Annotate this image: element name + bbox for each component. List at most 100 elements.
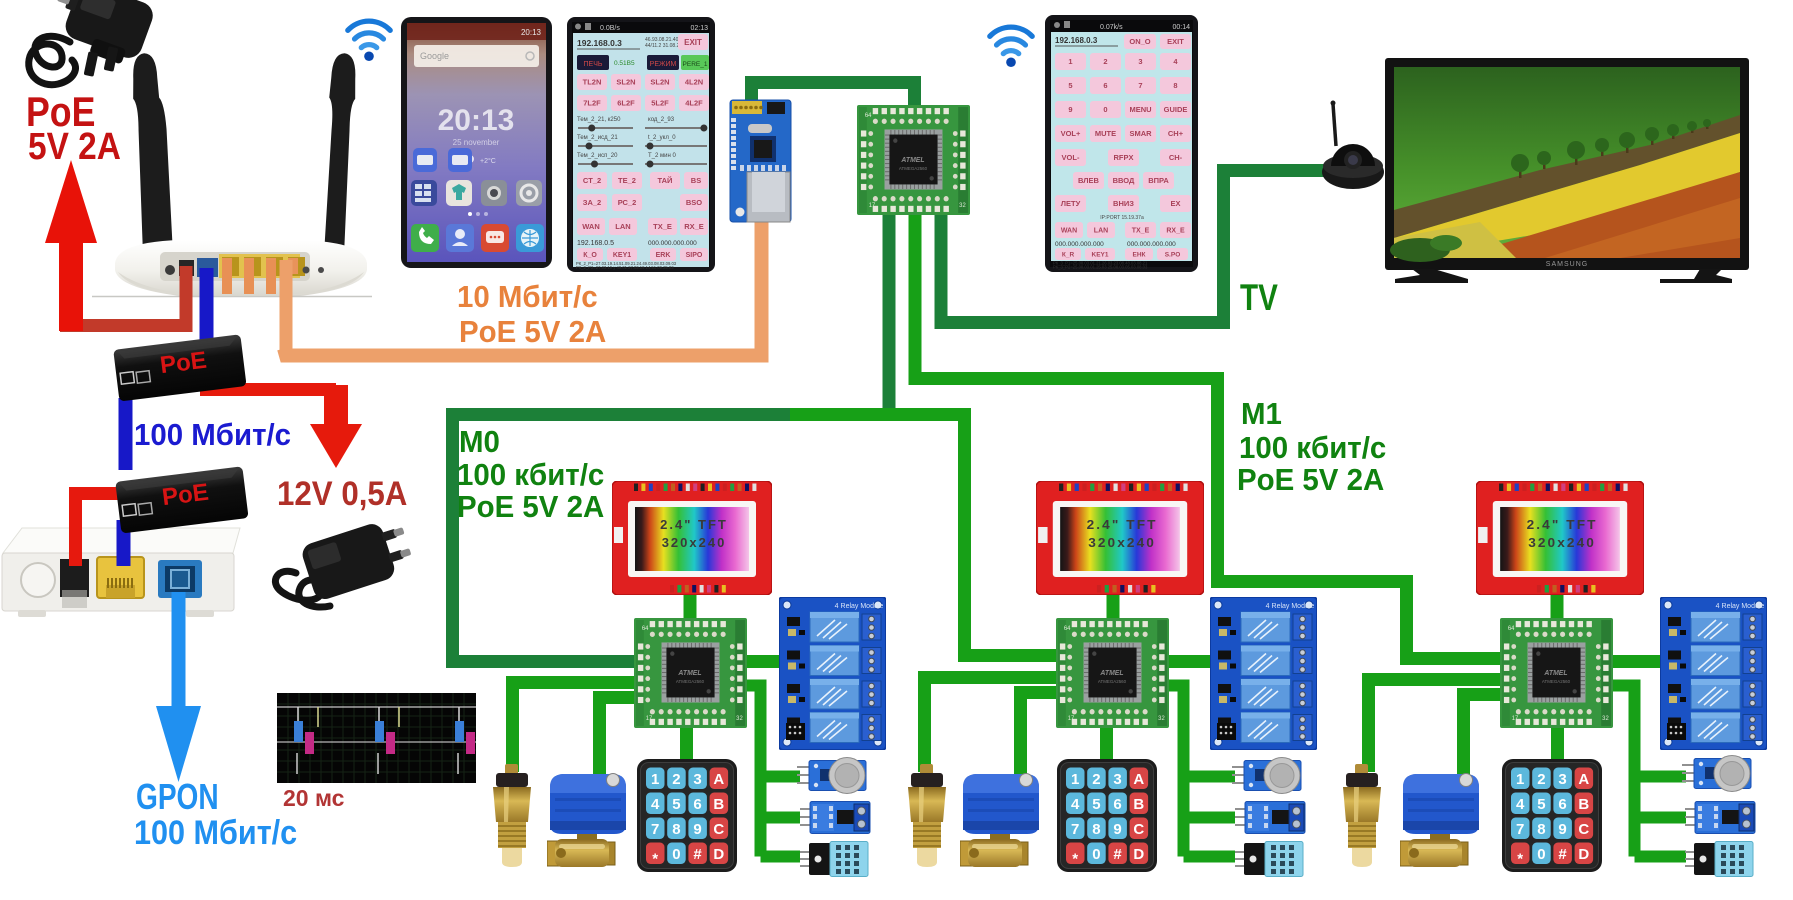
svg-text:20:13: 20:13: [521, 28, 542, 37]
svg-text:PERE_1: PERE_1: [683, 61, 708, 68]
svg-text:PoE: PoE: [159, 347, 209, 379]
svg-text:PoE: PoE: [161, 479, 211, 511]
svg-text:t_2_укл_0: t_2_укл_0: [648, 135, 676, 141]
svg-text:4L2N: 4L2N: [685, 78, 703, 87]
svg-text:CH-: CH-: [1169, 153, 1183, 162]
svg-text:00:14: 00:14: [1172, 24, 1190, 31]
svg-text:CH+: CH+: [1168, 129, 1184, 138]
svg-text:VOL-: VOL-: [1062, 153, 1080, 162]
svg-text:+2°C: +2°C: [480, 157, 496, 165]
svg-text:PoE 5V 2A: PoE 5V 2A: [459, 315, 606, 349]
svg-text:20 мс: 20 мс: [283, 785, 345, 811]
svg-text:9: 9: [1068, 105, 1072, 114]
svg-text:3: 3: [1138, 57, 1142, 66]
svg-text:TX_E: TX_E: [1132, 228, 1150, 235]
svg-text:BSO: BSO: [686, 198, 702, 207]
svg-text:TV: TV: [1240, 278, 1278, 319]
svg-text:EXIT: EXIT: [684, 38, 702, 47]
svg-text:RX_E: RX_E: [684, 222, 704, 231]
svg-text:MENU: MENU: [1129, 105, 1151, 114]
svg-text:MUTE: MUTE: [1095, 129, 1116, 138]
svg-text:12V 0,5A: 12V 0,5A: [277, 474, 407, 513]
svg-text:CT_2: CT_2: [583, 176, 601, 185]
svg-text:5L2F: 5L2F: [651, 99, 669, 108]
svg-text:SL2N: SL2N: [650, 78, 669, 87]
svg-text:WAN: WAN: [582, 222, 600, 231]
svg-text:РЕЖИМ: РЕЖИМ: [650, 61, 677, 68]
svg-text:ПЕЧЬ: ПЕЧЬ: [584, 61, 603, 68]
svg-text:0.07k/s: 0.07k/s: [1100, 24, 1123, 31]
svg-text:7: 7: [1138, 81, 1142, 90]
svg-text:SAMSUNG: SAMSUNG: [1546, 261, 1588, 268]
svg-text:ERK: ERK: [656, 252, 671, 259]
svg-text:TE_2: TE_2: [618, 176, 636, 185]
svg-text:RX_E: RX_E: [1166, 228, 1185, 235]
svg-text:000.000.000.000: 000.000.000.000: [648, 240, 697, 247]
svg-text:LAN: LAN: [615, 222, 630, 231]
svg-text:LAN: LAN: [1094, 228, 1108, 235]
svg-text:44/11.2 31.08.2013: 44/11.2 31.08.2013: [645, 43, 688, 49]
svg-text:BS: BS: [691, 176, 701, 185]
svg-text:5: 5: [1068, 81, 1072, 90]
svg-text:20:13: 20:13: [438, 104, 515, 137]
svg-text:5V 2A: 5V 2A: [28, 125, 121, 167]
svg-text:К_О: К_О: [583, 252, 597, 259]
svg-text:РС_2: РС_2: [618, 198, 637, 207]
svg-text:ЛЕТУ: ЛЕТУ: [1061, 199, 1081, 208]
svg-text:6L2F: 6L2F: [617, 99, 635, 108]
svg-text:К_R: К_R: [1062, 251, 1075, 258]
svg-text:РК_3_Р2=25.08.03.01.25.03 25.0: РК_3_Р2=25.08.03.01.25.03 25.08.03.05.03…: [1053, 265, 1148, 270]
svg-text:0.0B/s: 0.0B/s: [600, 25, 620, 32]
svg-text:GPON: GPON: [136, 777, 219, 817]
svg-text:100 кбит/с: 100 кбит/с: [1239, 431, 1386, 465]
svg-text:1: 1: [1068, 57, 1072, 66]
svg-text:S.PO: S.PO: [1165, 251, 1181, 258]
svg-text:ЕНК: ЕНК: [1133, 251, 1146, 258]
svg-text:IP:PORT 15.19.37a: IP:PORT 15.19.37a: [1100, 215, 1144, 221]
svg-text:KEY1: KEY1: [613, 252, 631, 259]
svg-text:ВПРА: ВПРА: [1148, 176, 1169, 185]
svg-text:Тем_2_21, к250: Тем_2_21, к250: [577, 117, 621, 123]
svg-text:ВНИЗ: ВНИЗ: [1113, 199, 1134, 208]
svg-text:ON_O: ON_O: [1129, 37, 1150, 46]
svg-text:EXIT: EXIT: [1167, 37, 1184, 46]
svg-text:ТАЙ: ТАЙ: [658, 176, 673, 185]
svg-text:25 november: 25 november: [453, 138, 500, 147]
svg-text:0: 0: [1103, 105, 1107, 114]
svg-text:0.51В5: 0.51В5: [614, 60, 635, 67]
svg-text:PoE: PoE: [26, 89, 95, 135]
svg-text:2: 2: [1103, 57, 1107, 66]
svg-text:РК_3_Р1=25.08.03.01.21.26.03.2: РК_3_Р1=25.08.03.01.21.26.03.23.08.48.03…: [1053, 261, 1148, 266]
svg-text:РК_2_Р2=27.03.19 у 49.01.27.03: РК_2_Р2=27.03.19 у 49.01.27.03.19.14.51.…: [576, 265, 674, 270]
svg-text:РК_2_Р1=27.03.19.14.51.09.21.2: РК_2_Р1=27.03.19.14.51.09.21.24.49.03.08…: [576, 261, 677, 266]
svg-text:02:13: 02:13: [690, 25, 708, 32]
svg-text:Т_2 мин 0: Т_2 мин 0: [648, 153, 676, 159]
svg-text:46.93.08.21.40.0044: 46.93.08.21.40.0044: [645, 37, 691, 43]
svg-text:SMAR: SMAR: [1129, 129, 1152, 138]
svg-text:7L2F: 7L2F: [583, 99, 601, 108]
svg-text:192.168.0.3: 192.168.0.3: [1055, 36, 1098, 45]
svg-text:ВЛЕВ: ВЛЕВ: [1078, 176, 1099, 185]
svg-text:PoE 5V 2A: PoE 5V 2A: [1237, 463, 1384, 497]
svg-text:SIPO: SIPO: [686, 252, 703, 259]
svg-text:M0: M0: [459, 425, 500, 459]
svg-text:8: 8: [1173, 81, 1177, 90]
svg-text:4: 4: [1173, 57, 1178, 66]
svg-text:ЗА_2: ЗА_2: [583, 198, 601, 207]
svg-text:ЕХ: ЕХ: [1170, 199, 1180, 208]
svg-text:6: 6: [1103, 81, 1107, 90]
svg-text:100 Мбит/с: 100 Мбит/с: [134, 814, 297, 852]
svg-text:M1: M1: [1241, 397, 1282, 431]
svg-text:Тем_2_исд_21: Тем_2_исд_21: [577, 135, 618, 141]
svg-text:WAN: WAN: [1061, 228, 1077, 235]
svg-text:10 Мбит/с: 10 Мбит/с: [457, 280, 598, 314]
svg-text:TX_E: TX_E: [653, 222, 672, 231]
svg-text:GUIDE: GUIDE: [1164, 105, 1188, 114]
svg-text:SL2N: SL2N: [616, 78, 635, 87]
svg-text:код_2_93: код_2_93: [648, 117, 675, 123]
svg-text:Google: Google: [420, 51, 449, 61]
svg-text:192.168.0.5: 192.168.0.5: [577, 240, 614, 247]
svg-text:192.168.0.3: 192.168.0.3: [577, 38, 622, 48]
svg-text:KEY1: KEY1: [1092, 251, 1109, 258]
svg-text:PoE 5V 2A: PoE 5V 2A: [457, 490, 604, 524]
